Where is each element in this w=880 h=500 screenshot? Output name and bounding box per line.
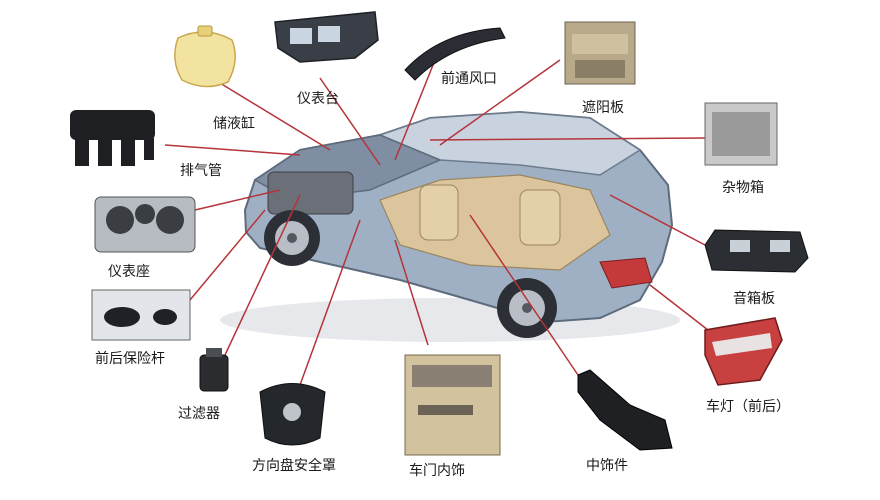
- leader-sunvisor: [439, 59, 561, 146]
- rear-wheel: [497, 278, 557, 338]
- sunvisor-image: [564, 21, 636, 85]
- label-reservoir: 储液缸: [213, 116, 255, 132]
- reservoir-image: [174, 25, 236, 88]
- leader-bumper: [189, 209, 266, 301]
- rear-seat: [519, 189, 561, 246]
- windshield-image: [404, 27, 506, 81]
- taillight-image: [704, 317, 783, 386]
- label-console: 中饰件: [586, 458, 628, 474]
- glovebox-image: [704, 102, 778, 166]
- leader-reservoir: [214, 79, 331, 151]
- airbag-image: [259, 383, 326, 446]
- front-wheel: [264, 210, 320, 266]
- label-windshield: 前通风口: [441, 71, 497, 87]
- bumper-image: [91, 289, 191, 341]
- leader-windshield: [394, 59, 436, 161]
- label-exhaust: 排气管: [180, 163, 222, 179]
- leader-dashboard: [319, 77, 381, 166]
- leader-console: [469, 214, 579, 376]
- doortrim-image: [404, 354, 501, 456]
- label-gaugeseat: 仪表座: [108, 264, 150, 280]
- console-image: [577, 369, 673, 451]
- front-seat: [419, 184, 459, 241]
- label-speakerpanel: 音箱板: [733, 291, 775, 307]
- label-bumper: 前后保险杆: [95, 351, 165, 367]
- label-airbag: 方向盘安全罩: [252, 458, 336, 474]
- label-filter: 过滤器: [178, 406, 220, 422]
- car-illustration: [220, 110, 680, 342]
- leader-filter: [224, 194, 301, 356]
- leader-taillight: [649, 284, 709, 331]
- label-dashboard: 仪表台: [297, 91, 339, 107]
- exhaust-image: [70, 110, 155, 166]
- label-sunvisor: 遮阳板: [582, 100, 624, 116]
- leader-speakerpanel: [609, 194, 706, 246]
- leader-glovebox: [429, 137, 706, 141]
- filter-image: [199, 348, 229, 392]
- label-doortrim: 车门内饰: [409, 463, 465, 479]
- leader-gaugeseat: [194, 189, 281, 211]
- gaugeseat-image: [94, 196, 196, 253]
- leader-exhaust: [164, 144, 301, 156]
- label-taillight: 车灯（前后）: [706, 399, 790, 415]
- label-glovebox: 杂物箱: [722, 180, 764, 196]
- leader-airbag: [299, 219, 361, 386]
- dashboard-image: [274, 11, 379, 63]
- leader-doortrim: [394, 239, 429, 346]
- speakerpanel-image: [704, 229, 809, 273]
- car-roof: [377, 111, 642, 176]
- car-tail-light: [599, 257, 653, 289]
- engine-block: [267, 171, 354, 215]
- leader-lines: [164, 59, 709, 386]
